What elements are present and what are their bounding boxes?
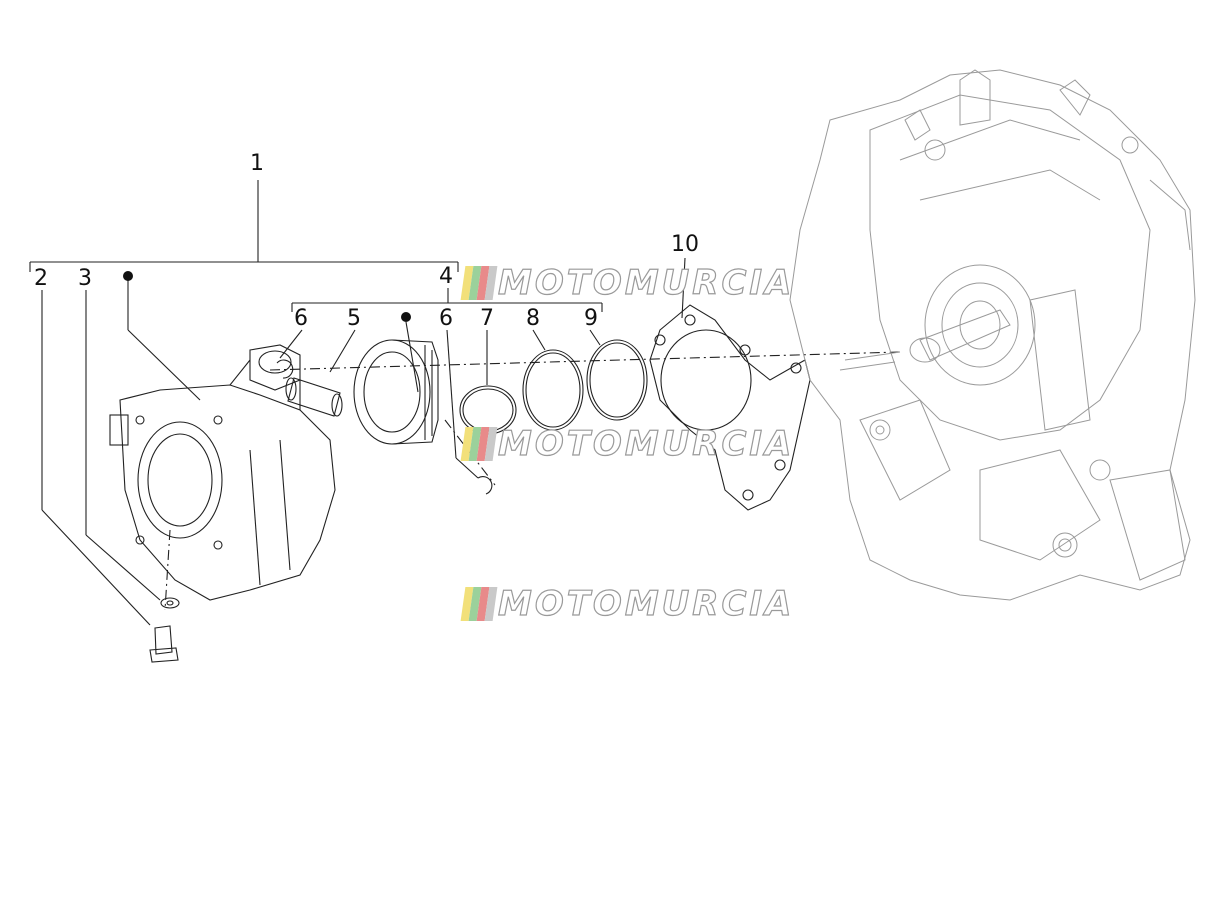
callout-dot-cylinder — [123, 271, 133, 281]
cylinder-base-gasket — [649, 304, 811, 511]
callout-1: 1 — [250, 151, 264, 176]
callout-dot-piston — [401, 312, 411, 322]
watermark-text: MOTOMURCiA — [497, 262, 795, 303]
watermark-stripes — [460, 266, 498, 300]
circlip-right — [477, 476, 493, 495]
circlip-left — [276, 359, 294, 379]
callout-2: 2 — [34, 266, 48, 291]
watermark-stripes — [460, 427, 498, 461]
watermark-text: MOTOMURCiA — [497, 423, 795, 464]
callout-6-left: 6 — [294, 306, 308, 331]
washer — [160, 597, 180, 609]
callout-10: 10 — [671, 232, 699, 257]
piston-ring-9 — [586, 339, 648, 421]
bracket-4 — [291, 288, 603, 312]
callout-3: 3 — [78, 266, 92, 291]
watermark-bottom: MOTOMURCiA — [460, 583, 795, 625]
watermark-top: MOTOMURCiA — [460, 262, 795, 304]
callout-6-right: 6 — [439, 306, 453, 331]
callout-5: 5 — [347, 306, 361, 331]
watermark-stripes — [460, 587, 498, 621]
callout-7: 7 — [480, 306, 494, 331]
engine-crankcase — [789, 69, 1196, 601]
piston-pin — [285, 377, 343, 417]
assembly-axis — [164, 351, 901, 611]
cylinder — [109, 344, 336, 601]
watermark-middle: MOTOMURCiA — [460, 423, 795, 465]
bracket-1 — [29, 180, 459, 272]
callout-4: 4 — [439, 264, 453, 289]
callout-9: 9 — [584, 306, 598, 331]
piston-ring-8 — [522, 349, 584, 431]
piston — [353, 339, 439, 445]
watermark-text: MOTOMURCiA — [497, 583, 795, 624]
callout-8: 8 — [526, 306, 540, 331]
bolt — [149, 625, 179, 663]
